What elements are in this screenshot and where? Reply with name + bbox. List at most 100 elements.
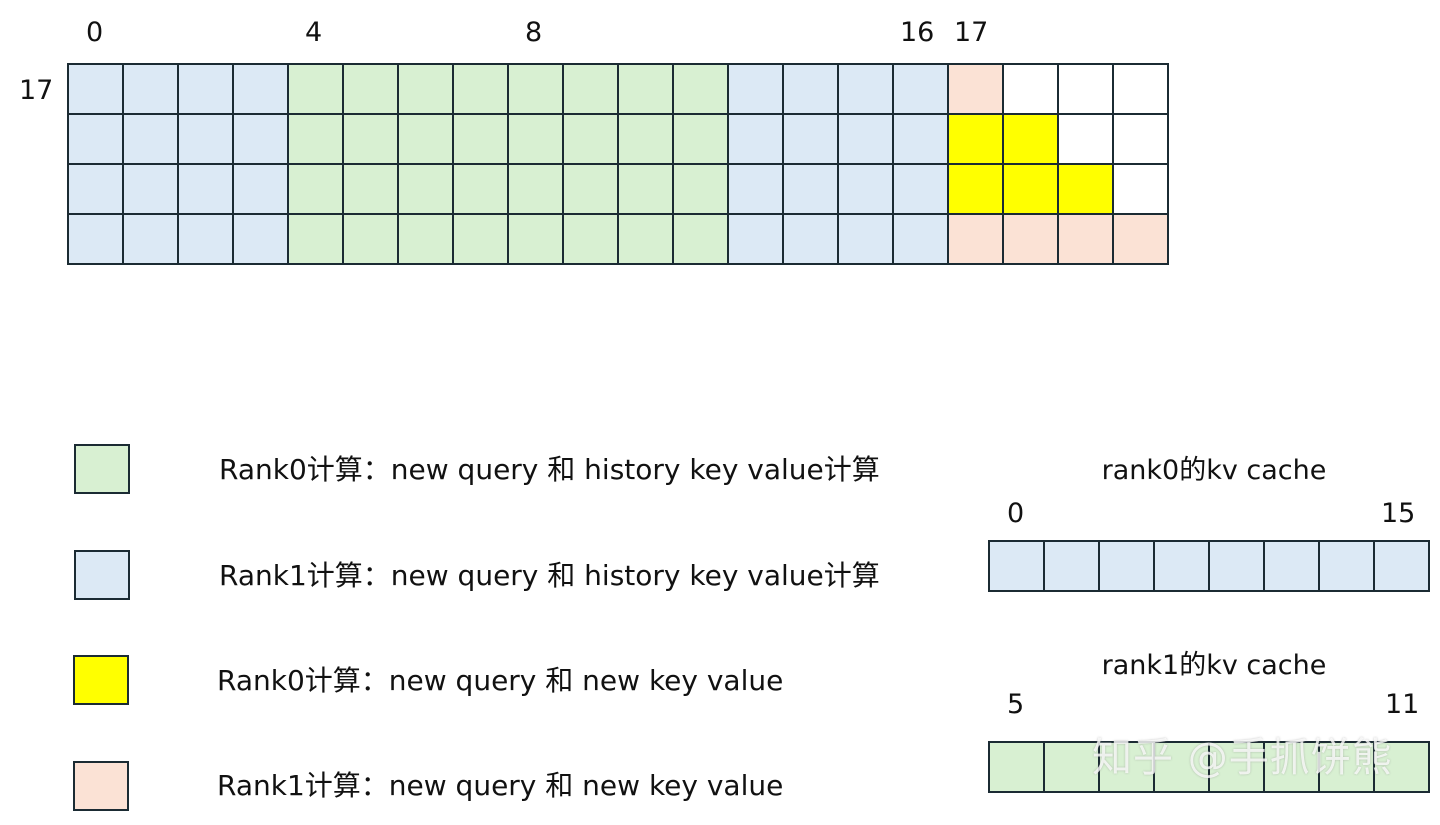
kv-cache-cell xyxy=(990,743,1045,793)
rank1-history-cell xyxy=(894,215,949,265)
kv-cache-cell xyxy=(1375,542,1430,592)
rank1-history-cell xyxy=(124,165,179,215)
rank0-history-cell xyxy=(344,115,399,165)
watermark: 知乎 @手抓饼熊 xyxy=(1092,735,1393,781)
rank0-history-cell xyxy=(289,65,344,115)
rank1-history-cell xyxy=(179,165,234,215)
kv-cache-cell xyxy=(1100,542,1155,592)
rank0-history-cell xyxy=(344,165,399,215)
rank0-history-cell xyxy=(454,115,509,165)
rank0-history-cell xyxy=(289,115,344,165)
col-label-0: 0 xyxy=(86,17,104,48)
rank0-history-cell xyxy=(509,65,564,115)
rank0-history-cell xyxy=(619,165,674,215)
legend-text-rank1-history: Rank1计算：new query 和 history key value计算 xyxy=(219,559,880,592)
rank0-history-cell xyxy=(344,215,399,265)
rank1-history-cell xyxy=(894,115,949,165)
empty-cell xyxy=(1114,65,1169,115)
rank1-history-cell xyxy=(179,215,234,265)
rank1-history-cell xyxy=(894,165,949,215)
empty-cell xyxy=(1059,65,1114,115)
empty-cell xyxy=(1004,65,1059,115)
rank0-history-cell xyxy=(509,215,564,265)
rank1-history-cell xyxy=(784,215,839,265)
row-label-17: 17 xyxy=(19,75,54,106)
rank0-history-cell xyxy=(564,65,619,115)
rank1-history-cell xyxy=(69,215,124,265)
rank0-history-cell xyxy=(564,115,619,165)
rank0-history-cell xyxy=(399,215,454,265)
kv-cache-start-rank1: 5 xyxy=(1007,689,1025,720)
kv-cache-cell xyxy=(1320,542,1375,592)
kv-cache-start-rank0: 0 xyxy=(1007,498,1025,529)
rank1-history-cell xyxy=(234,165,289,215)
rank0-new-cell xyxy=(1004,115,1059,165)
col-label-17: 17 xyxy=(954,17,989,48)
rank1-history-cell xyxy=(894,65,949,115)
rank0-history-cell xyxy=(399,165,454,215)
rank0-history-cell xyxy=(344,65,399,115)
rank0-history-cell xyxy=(564,165,619,215)
rank1-history-cell xyxy=(839,115,894,165)
legend-swatch-rank1-new xyxy=(73,761,129,811)
legend-text-rank0-history: Rank0计算：new query 和 history key value计算 xyxy=(219,453,880,486)
kv-cache-cell xyxy=(1210,542,1265,592)
kv-cache-cell xyxy=(1155,743,1210,793)
legend-swatch-rank0-history xyxy=(74,444,130,494)
kv-cache-cell xyxy=(1375,743,1430,793)
col-label-16: 16 xyxy=(900,17,935,48)
rank0-history-cell xyxy=(454,165,509,215)
legend-text-rank1-new: Rank1计算：new query 和 new key value xyxy=(217,769,784,802)
attention-grid xyxy=(67,63,1169,265)
kv-cache-cell xyxy=(1155,542,1210,592)
rank0-history-cell xyxy=(619,115,674,165)
kv-cache-end-rank0: 15 xyxy=(1381,498,1416,529)
rank0-history-cell xyxy=(509,115,564,165)
rank1-history-cell xyxy=(784,115,839,165)
kv-cache-title-rank1: rank1的kv cache xyxy=(1101,650,1327,681)
legend-swatch-rank1-history xyxy=(74,550,130,600)
rank0-history-cell xyxy=(674,165,729,215)
rank1-history-cell xyxy=(69,115,124,165)
empty-cell xyxy=(1059,115,1114,165)
rank0-history-cell xyxy=(674,215,729,265)
kv-cache-bar-rank1 xyxy=(988,741,1430,793)
rank1-new-cell xyxy=(1059,215,1114,265)
rank1-history-cell xyxy=(234,65,289,115)
rank0-new-cell xyxy=(949,165,1004,215)
col-label-4: 4 xyxy=(305,17,323,48)
kv-cache-cell xyxy=(1210,743,1265,793)
rank0-history-cell xyxy=(509,165,564,215)
col-label-8: 8 xyxy=(525,17,543,48)
rank1-history-cell xyxy=(729,65,784,115)
rank1-history-cell xyxy=(234,215,289,265)
rank1-history-cell xyxy=(69,65,124,115)
kv-cache-cell xyxy=(1045,542,1100,592)
rank0-new-cell xyxy=(1059,165,1114,215)
rank1-history-cell xyxy=(179,115,234,165)
kv-cache-cell xyxy=(1100,743,1155,793)
kv-cache-cell xyxy=(1265,542,1320,592)
rank1-history-cell xyxy=(179,65,234,115)
kv-cache-cell xyxy=(1045,743,1100,793)
rank1-history-cell xyxy=(124,115,179,165)
rank0-new-cell xyxy=(949,115,1004,165)
rank1-history-cell xyxy=(124,215,179,265)
rank0-history-cell xyxy=(674,65,729,115)
kv-cache-end-rank1: 11 xyxy=(1385,689,1420,720)
rank1-new-cell xyxy=(949,215,1004,265)
rank1-history-cell xyxy=(784,65,839,115)
rank1-history-cell xyxy=(729,165,784,215)
rank0-history-cell xyxy=(564,215,619,265)
rank1-history-cell xyxy=(234,115,289,165)
rank0-history-cell xyxy=(399,65,454,115)
kv-cache-cell xyxy=(1265,743,1320,793)
empty-cell xyxy=(1114,165,1169,215)
rank1-new-cell xyxy=(949,65,1004,115)
legend-text-rank0-new: Rank0计算：new query 和 new key value xyxy=(217,664,784,697)
rank0-history-cell xyxy=(454,215,509,265)
empty-cell xyxy=(1114,115,1169,165)
rank1-history-cell xyxy=(729,215,784,265)
legend-swatch-rank0-new xyxy=(73,655,129,705)
rank0-history-cell xyxy=(289,165,344,215)
